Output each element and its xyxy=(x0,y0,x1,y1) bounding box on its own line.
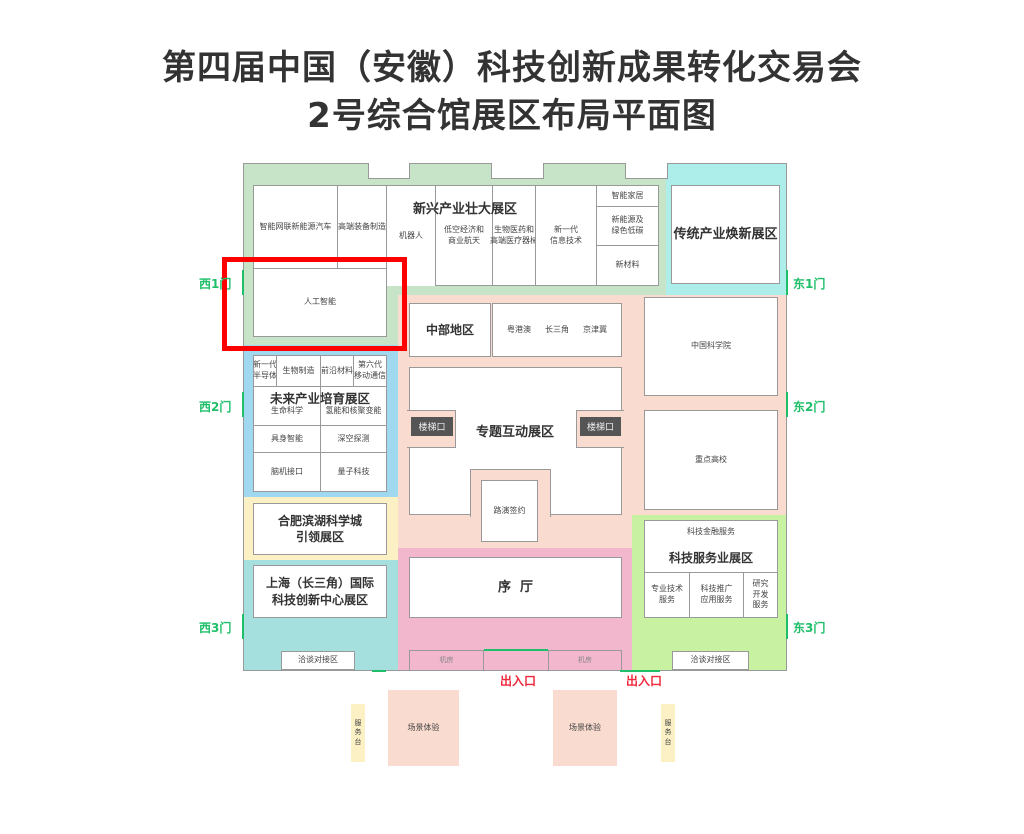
title-line1: 第四届中国（安徽）科技创新成果转化交易会 xyxy=(162,48,862,88)
zone-title-emerging: 新兴产业壮大展区 xyxy=(412,202,517,217)
wall-notch xyxy=(625,163,668,179)
door-marker xyxy=(242,270,244,295)
booth-auto[interactable]: 智能网联新能源汽车 xyxy=(253,185,338,269)
door-east-3[interactable]: 东3门 xyxy=(793,621,826,635)
exit-east[interactable]: 出入口 xyxy=(626,674,663,688)
booth-cas[interactable]: 中国科学院 xyxy=(644,297,778,396)
booth-home[interactable]: 智能家居 xyxy=(596,185,659,207)
exit-main[interactable]: 出入口 xyxy=(500,674,537,688)
meeting-area-east[interactable]: 洽谈对接区 xyxy=(672,651,749,670)
door-marker xyxy=(786,270,788,295)
door-marker xyxy=(620,670,660,672)
booth-quantum[interactable]: 量子科技 xyxy=(320,452,387,492)
machine-room: 机房 xyxy=(548,650,622,671)
booth-finance[interactable]: 科技金融服务科技服务业展区 xyxy=(644,520,778,573)
booth-it[interactable]: 新一代 信息技术 xyxy=(535,185,597,286)
booth-bci[interactable]: 脑机接口 xyxy=(253,452,321,492)
wall-notch xyxy=(368,163,410,179)
zone-title-service: 科技服务业展区 xyxy=(668,550,753,565)
region-jjj: 京津冀 xyxy=(583,324,607,334)
door-marker xyxy=(786,614,788,639)
booth-embodied[interactable]: 具身智能 xyxy=(253,425,321,453)
door-east-2[interactable]: 东2门 xyxy=(793,400,826,414)
door-marker xyxy=(242,614,244,639)
booth-promotion[interactable]: 科技推广 应用服务 xyxy=(689,572,744,618)
booth-material[interactable]: 新材料 xyxy=(596,245,659,286)
booth-shanghai[interactable]: 上海（长三角）国际 科技创新中心展区 xyxy=(253,565,387,618)
door-west-1[interactable]: 西1门 xyxy=(199,277,232,291)
booth-roadshow[interactable]: 路演签约 xyxy=(481,480,538,542)
booth-energy[interactable]: 新能源及 绿色低碳 xyxy=(596,206,659,246)
booth-lowalt[interactable]: 低空经济和 商业航天 xyxy=(435,185,493,286)
title-line2: 2号综合馆展区布局平面图 xyxy=(307,96,717,136)
stairs-east: 楼梯口 xyxy=(580,417,621,436)
booth-regions[interactable]: 粤港澳 长三角 京津冀 xyxy=(492,303,622,357)
service-desk[interactable]: 服 务 台 xyxy=(351,704,365,762)
door-marker xyxy=(372,670,386,672)
region-yrd: 长三角 xyxy=(545,324,569,334)
door-marker xyxy=(484,649,548,651)
door-west-2[interactable]: 西2门 xyxy=(199,400,232,414)
machine-room: 机房 xyxy=(409,650,484,671)
zone-title-topic: 专题互动展区 xyxy=(475,425,554,440)
booth-ai[interactable]: 人工智能 xyxy=(253,268,387,337)
booth-space[interactable]: 深空探测 xyxy=(320,425,387,453)
label: 生命科学 xyxy=(271,406,303,416)
booth-hefei[interactable]: 合肥滨湖科学城 引领展区 xyxy=(253,503,387,555)
scene-experience[interactable]: 场景体验 xyxy=(388,690,459,766)
door-marker xyxy=(786,392,788,417)
zone-title-future: 未来产业培育展区 xyxy=(269,391,370,406)
stairs-west: 楼梯口 xyxy=(411,417,453,436)
booth-semiconductor[interactable]: 新一代 半导体 xyxy=(253,355,277,387)
highlight-box xyxy=(222,257,407,351)
booth-tech-service[interactable]: 专业技术 服务 xyxy=(644,572,690,618)
door-marker xyxy=(242,392,244,417)
door-east-1[interactable]: 东1门 xyxy=(793,277,826,291)
booth-central[interactable]: 中部地区 xyxy=(409,303,491,357)
door-west-3[interactable]: 西3门 xyxy=(199,621,232,635)
lobby[interactable]: 序 厅 xyxy=(409,557,622,618)
label: 科技金融服务 xyxy=(687,527,735,536)
region-gba: 粤港澳 xyxy=(507,324,531,334)
scene-experience[interactable]: 场景体验 xyxy=(553,690,617,766)
booth-traditional[interactable]: 传统产业焕新展区 xyxy=(671,185,780,284)
service-desk[interactable]: 服 务 台 xyxy=(661,704,675,762)
booth-bio[interactable]: 生物医药和 高端医疗器械 xyxy=(490,185,538,286)
label: 氢能和核聚变能 xyxy=(325,406,382,416)
booth-hydrogen[interactable]: 氢能和核聚变能 xyxy=(320,386,387,426)
meeting-area-west[interactable]: 洽谈对接区 xyxy=(281,651,355,670)
wall-notch xyxy=(491,163,544,179)
booth-univ[interactable]: 重点高校 xyxy=(644,410,778,510)
booth-rnd[interactable]: 研究 开发 服务 xyxy=(743,572,778,618)
booth-biomanufacturing[interactable]: 生物制造 xyxy=(276,355,321,387)
booth-6g[interactable]: 第六代 移动通信 xyxy=(353,355,387,387)
booth-frontier-material[interactable]: 前沿材料 xyxy=(320,355,354,387)
